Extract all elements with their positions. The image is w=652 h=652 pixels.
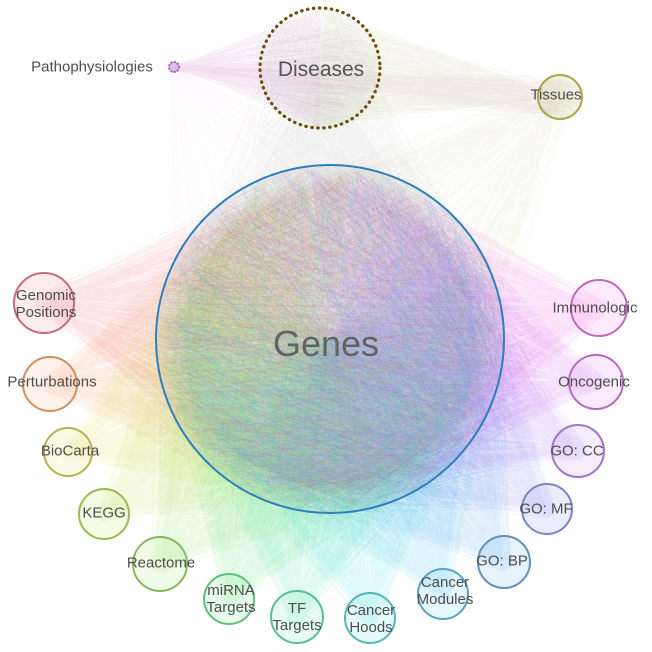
edges-mirna-targets-to-genes — [158, 166, 504, 608]
node-mirna-targets[interactable] — [203, 573, 255, 625]
label-pathophysiologies[interactable]: Pathophysiologies — [31, 58, 153, 76]
edges-diseases-to-genes — [156, 11, 504, 511]
fan-pathophysiologies-to-diseases — [174, 9, 321, 127]
edges-immunologic-to-genes — [157, 168, 609, 510]
edges-perturbations-to-genes — [40, 166, 503, 511]
edges-biocarta-to-genes — [59, 166, 504, 510]
node-oncogenic[interactable] — [568, 354, 624, 410]
node-genes[interactable] — [155, 164, 505, 514]
edges-tf-targets-to-genes — [158, 170, 504, 626]
edges-tissues-to-diseases — [270, 15, 578, 122]
edges-kegg-to-genes — [95, 166, 500, 523]
label-genomic-positions[interactable]: Genomic Positions — [15, 287, 77, 321]
node-circles-layer — [13, 6, 628, 644]
edge-lines-layer — [33, 11, 609, 627]
edges-pathophysiologies-to-genes — [162, 63, 496, 511]
node-go-mf[interactable] — [521, 483, 573, 535]
node-biocarta[interactable] — [43, 427, 93, 477]
fan-biocarta-to-genes — [68, 182, 398, 496]
fan-oncogenic-to-genes — [302, 170, 596, 508]
label-immunologic[interactable]: Immunologic — [552, 299, 638, 317]
edge-cones-layer — [44, 9, 599, 618]
fan-tf-targets-to-genes — [160, 318, 500, 617]
edges-go-cc-to-genes — [160, 168, 587, 506]
node-go-cc[interactable] — [551, 424, 605, 478]
label-cancer-modules[interactable]: Cancer Modules — [416, 574, 474, 608]
edges-cancer-hoods-to-genes — [157, 168, 505, 627]
edges-cancer-modules-to-genes — [156, 166, 503, 603]
label-go-bp[interactable]: GO: BP — [476, 552, 528, 570]
label-reactome[interactable]: Reactome — [126, 554, 196, 572]
edges-go-mf-to-genes — [157, 166, 556, 518]
node-tf-targets[interactable] — [270, 590, 324, 644]
label-tissues[interactable]: Tissues — [530, 86, 582, 104]
node-diseases[interactable] — [258, 6, 382, 130]
label-diseases[interactable]: Diseases — [277, 58, 365, 82]
node-immunologic[interactable] — [570, 279, 628, 337]
edges-oncogenic-to-genes — [158, 165, 606, 510]
node-kegg[interactable] — [78, 488, 130, 540]
label-tf-targets[interactable]: TF Targets — [272, 600, 322, 634]
fan-cancer-modules-to-genes — [174, 269, 486, 594]
node-perturbations[interactable] — [22, 356, 78, 412]
label-kegg[interactable]: KEGG — [82, 504, 126, 522]
edges-pathophysiologies-to-diseases — [170, 19, 374, 119]
label-mirna-targets[interactable]: miRNA Targets — [206, 582, 256, 616]
label-cancer-hoods[interactable]: Cancer Hoods — [346, 602, 396, 636]
genes-disc-fill — [156, 165, 504, 513]
fan-perturbations-to-genes — [50, 170, 358, 508]
node-go-bp[interactable] — [477, 535, 531, 589]
label-oncogenic[interactable]: Oncogenic — [558, 373, 630, 391]
label-genes[interactable]: Genes — [272, 322, 380, 364]
fan-mirna-targets-to-genes — [171, 277, 489, 599]
fan-cancer-hoods-to-genes — [161, 314, 499, 618]
label-biocarta[interactable]: BioCarta — [40, 442, 100, 460]
node-reactome[interactable] — [132, 536, 188, 592]
node-tissues[interactable] — [537, 74, 583, 120]
fan-immunologic-to-genes — [310, 169, 599, 509]
edges-tissues-to-genes — [156, 78, 579, 510]
edges-go-bp-to-genes — [158, 166, 513, 571]
node-cancer-modules[interactable] — [417, 568, 469, 620]
edges-pathophysiologies-to-tissues — [170, 63, 578, 116]
genes-disc-base — [156, 165, 504, 513]
fan-go-bp-to-genes — [195, 234, 504, 562]
fan-go-cc-to-genes — [259, 183, 578, 495]
fan-reactome-to-genes — [160, 236, 467, 564]
fan-tissues-to-diseases — [312, 9, 560, 127]
fan-genomic-positions-to-genes — [44, 169, 352, 509]
edges-genomic-positions-to-genes — [33, 165, 503, 509]
node-genomic-positions[interactable] — [13, 272, 75, 334]
node-pathophysiologies[interactable] — [168, 61, 180, 73]
edges-reactome-to-genes — [150, 165, 493, 573]
node-cancer-hoods[interactable] — [344, 592, 396, 644]
label-go-cc[interactable]: GO: CC — [550, 442, 604, 460]
fan-go-mf-to-genes — [224, 204, 548, 510]
label-perturbations[interactable]: Perturbations — [7, 373, 97, 391]
label-go-mf[interactable]: GO: MF — [519, 500, 573, 518]
